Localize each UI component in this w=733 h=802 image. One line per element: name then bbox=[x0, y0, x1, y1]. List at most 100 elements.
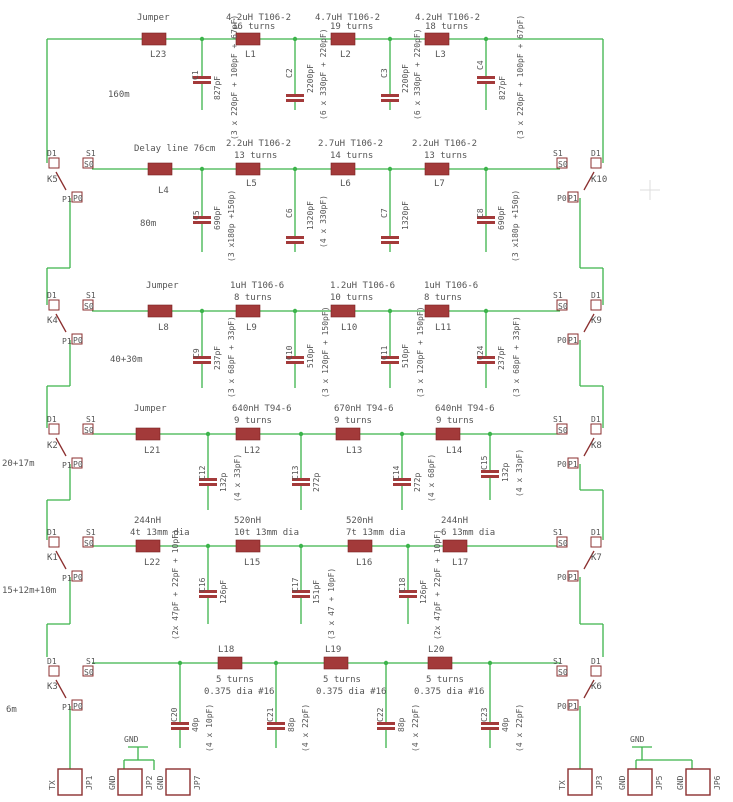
jumper-l8[interactable] bbox=[147, 304, 173, 318]
value-c2: 2200pF bbox=[306, 64, 315, 93]
capacitor-c11[interactable] bbox=[381, 311, 399, 388]
ref-c1: C1 bbox=[191, 70, 200, 80]
capacitor-c5[interactable] bbox=[193, 169, 211, 252]
band-6m: 6m bbox=[6, 705, 17, 715]
value-c14: 272p bbox=[413, 473, 422, 492]
inductor-l23[interactable] bbox=[141, 32, 167, 46]
value-c22: 88p bbox=[397, 717, 406, 732]
relay-k9[interactable]: S1 D1 S0 P0 P1 K9 bbox=[553, 291, 602, 345]
capacitor-c3[interactable] bbox=[381, 39, 399, 110]
relay-k5[interactable]: D1 S1 S0 P1 P0 K5 bbox=[47, 149, 96, 204]
relay-k6[interactable]: S1 D1 S0 P0 P1 K6 bbox=[553, 657, 602, 711]
row-160m: Jumper L23 4.2uH T106-2 16 turns L1 4.7u… bbox=[46, 13, 604, 163]
value-c20: 40p bbox=[191, 717, 200, 732]
inductor-l11[interactable] bbox=[424, 304, 450, 318]
pin-d1-k3: D1 bbox=[47, 657, 57, 666]
inductor-l13[interactable] bbox=[335, 427, 361, 441]
relay-k4[interactable]: D1 S1 S0 P1 P0 K4 bbox=[47, 291, 96, 346]
delay-line-l4[interactable] bbox=[147, 162, 173, 176]
relay-k3[interactable]: D1 S1 S0 P1 P0 K3 bbox=[47, 657, 96, 712]
inductor-l12[interactable] bbox=[235, 427, 261, 441]
capacitor-c4[interactable] bbox=[477, 39, 495, 110]
capacitor-c13[interactable] bbox=[292, 434, 310, 510]
ref-c21: C21 bbox=[266, 707, 275, 722]
inductor-l20[interactable] bbox=[427, 656, 453, 670]
capacitor-c15[interactable] bbox=[481, 434, 499, 500]
inductor-l6[interactable] bbox=[330, 162, 356, 176]
capacitor-c14[interactable] bbox=[393, 434, 411, 510]
label-l18-turns: 5 turns bbox=[216, 675, 254, 685]
relay-k10[interactable]: S1 D1 S0 P0 P1 K10 bbox=[553, 149, 607, 203]
label-gnd-r1: GND bbox=[618, 775, 627, 790]
pin-p1-k6: P1 bbox=[568, 702, 578, 711]
relay-k7[interactable]: S1 D1 S0 P0 P1 K7 bbox=[553, 528, 602, 582]
jumper-l21[interactable] bbox=[135, 427, 161, 441]
capacitor-c18[interactable] bbox=[399, 546, 417, 624]
ref-l12: L12 bbox=[244, 446, 260, 456]
label-l6-turns: 14 turns bbox=[330, 151, 373, 161]
inductor-l18[interactable] bbox=[217, 656, 243, 670]
note-c8: (3 x180p +150p) bbox=[511, 190, 520, 262]
capacitor-c8[interactable] bbox=[477, 169, 495, 252]
capacitor-c16[interactable] bbox=[199, 546, 217, 624]
pin-s1-k3: S1 bbox=[86, 657, 96, 666]
value-c4: 827pF bbox=[498, 76, 507, 100]
inductor-l5[interactable] bbox=[235, 162, 261, 176]
inductor-l14[interactable] bbox=[435, 427, 461, 441]
value-c18: 126pF bbox=[419, 580, 428, 604]
inductor-l1[interactable] bbox=[235, 32, 261, 46]
label-l17-value: 244nH bbox=[441, 516, 468, 526]
capacitor-c10[interactable] bbox=[286, 311, 304, 388]
capacitor-c2[interactable] bbox=[286, 39, 304, 110]
note-c12: (4 x 33pF) bbox=[233, 454, 242, 502]
connector-jp2[interactable] bbox=[117, 768, 143, 796]
capacitor-c20[interactable] bbox=[171, 663, 189, 748]
value-c24: 237pF bbox=[497, 346, 506, 370]
label-l5-value: 2.2uH T106-2 bbox=[226, 139, 291, 149]
connector-jp5[interactable] bbox=[627, 768, 653, 796]
inductor-l7[interactable] bbox=[424, 162, 450, 176]
capacitor-c24[interactable] bbox=[477, 311, 495, 388]
inductor-l2[interactable] bbox=[330, 32, 356, 46]
ref-c6: C6 bbox=[285, 208, 294, 218]
inductor-l3[interactable] bbox=[424, 32, 450, 46]
inductor-l15[interactable] bbox=[235, 539, 261, 553]
capacitor-c7[interactable] bbox=[381, 169, 399, 252]
pin-s1-k5: S1 bbox=[86, 149, 96, 158]
capacitor-c22[interactable] bbox=[377, 663, 395, 748]
ref-c23: C23 bbox=[480, 707, 489, 722]
capacitor-c17[interactable] bbox=[292, 546, 310, 624]
relay-k2[interactable]: D1 S1 S0 P1 P0 K2 bbox=[47, 415, 96, 470]
ref-c12: C12 bbox=[198, 465, 207, 480]
label-l22-turns: 4t 13mm dia bbox=[130, 528, 190, 538]
pin-s1-k9: S1 bbox=[553, 291, 563, 300]
row-20-17m: Jumper L21 640nH T94-6 9 turns L12 670nH… bbox=[2, 404, 560, 510]
capacitor-c21[interactable] bbox=[267, 663, 285, 748]
connector-jp1[interactable] bbox=[57, 768, 83, 796]
relay-k1[interactable]: D1 S1 S0 P1 P0 K1 bbox=[47, 528, 96, 583]
connector-jp7[interactable] bbox=[165, 768, 191, 796]
ref-l22: L22 bbox=[144, 558, 160, 568]
label-l9-turns: 8 turns bbox=[234, 293, 272, 303]
capacitor-c6[interactable] bbox=[286, 169, 304, 252]
inductor-l22[interactable] bbox=[135, 539, 161, 553]
left-relay-column bbox=[46, 198, 71, 770]
label-l12-turns: 9 turns bbox=[234, 416, 272, 426]
connector-jp3[interactable] bbox=[567, 768, 593, 796]
ref-l4: L4 bbox=[158, 186, 169, 196]
inductor-l10[interactable] bbox=[330, 304, 356, 318]
connector-jp6[interactable] bbox=[685, 768, 711, 796]
inductor-l9[interactable] bbox=[235, 304, 261, 318]
capacitor-c12[interactable] bbox=[199, 434, 217, 510]
ref-l10: L10 bbox=[341, 323, 357, 333]
ref-k2: K2 bbox=[47, 441, 58, 451]
label-l2-value: 4.7uH T106-2 bbox=[315, 13, 380, 23]
capacitor-c9[interactable] bbox=[193, 311, 211, 388]
inductor-l17[interactable] bbox=[442, 539, 468, 553]
label-jp7: JP7 bbox=[193, 775, 202, 790]
relay-k8[interactable]: S1 D1 S0 P0 P1 K8 bbox=[553, 415, 602, 469]
inductor-l16[interactable] bbox=[347, 539, 373, 553]
inductor-l19[interactable] bbox=[323, 656, 349, 670]
capacitor-c23[interactable] bbox=[481, 663, 499, 748]
capacitor-c1[interactable] bbox=[193, 39, 211, 110]
